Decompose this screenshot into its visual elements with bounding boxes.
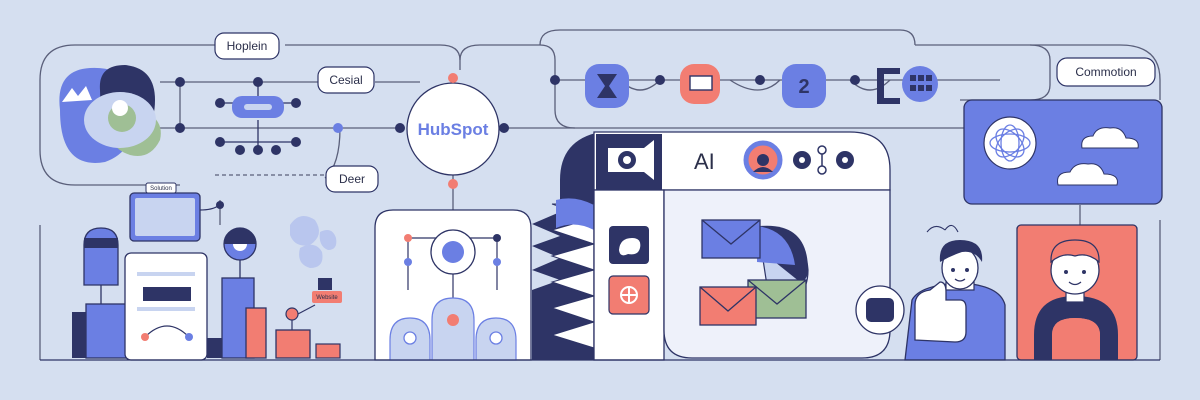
label-commotion: Commotion — [1056, 57, 1156, 87]
flow-panel — [374, 209, 532, 361]
envelope-icon — [699, 286, 757, 326]
top-icon-row: 2 — [550, 64, 938, 108]
svg-text:2: 2 — [798, 76, 809, 98]
brand-hub: HubSpot — [395, 73, 509, 189]
svg-text:AI: AI — [694, 149, 715, 174]
network-nodes — [175, 77, 343, 155]
svg-text:HubSpot: HubSpot — [418, 120, 489, 139]
chat-bubble — [855, 285, 905, 335]
connector-lines — [39, 29, 1161, 360]
bottom-left-devices: Solution Website — [72, 182, 342, 361]
svg-text:Cesial: Cesial — [329, 73, 362, 87]
svg-text:Commotion: Commotion — [1075, 65, 1136, 79]
svg-text:Solution: Solution — [150, 186, 172, 192]
svg-text:Website: Website — [316, 295, 338, 301]
label-cesial: Cesial — [317, 66, 375, 94]
blob-cluster — [59, 65, 161, 163]
cloud-icon — [1057, 163, 1118, 186]
person-thumbs-up — [904, 224, 1006, 361]
flower-icon — [989, 124, 1031, 162]
label-deer: Deer — [325, 165, 379, 193]
envelope-icon — [747, 279, 807, 319]
ai-device: AI — [532, 131, 891, 361]
label-hoplein: Hoplein — [214, 32, 280, 60]
svg-text:Hoplein: Hoplein — [227, 39, 268, 53]
cloud-icon — [1081, 127, 1139, 149]
envelope-icon — [701, 219, 761, 259]
portrait-card — [1016, 224, 1138, 361]
gear-icon — [743, 140, 783, 180]
cloud-card — [963, 99, 1163, 205]
svg-text:Deer: Deer — [339, 172, 365, 186]
